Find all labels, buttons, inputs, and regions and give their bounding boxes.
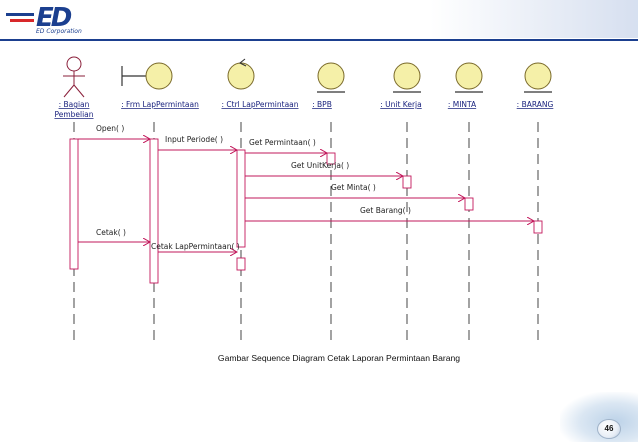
logo-stripe-red <box>10 19 34 22</box>
message-label-input-periode: Input Periode( ) <box>165 135 223 144</box>
participant-labels: : Bagian Pembelian : Frm LapPermintaan :… <box>54 100 553 119</box>
activation-ctrl-2 <box>236 257 246 271</box>
message-label-get-unitkerja: Get UnitKerja( ) <box>291 161 349 170</box>
activation-frm <box>149 138 159 284</box>
figure-caption: Gambar Sequence Diagram Cetak Laporan Pe… <box>217 353 461 363</box>
entity-icon-unit <box>393 62 421 93</box>
participant-label-bagian-2: Pembelian <box>54 110 93 119</box>
message-label-get-permintaan: Get Permintaan( ) <box>249 138 316 147</box>
participant-label-unit: : Unit Kerja <box>380 100 421 109</box>
logo-stripe-blue <box>6 13 34 16</box>
header-bar: ED ED Corporation <box>0 0 638 40</box>
activation-bagian <box>69 138 79 270</box>
message-label-cetak-lap: Cetak LapPermintaan( ) <box>151 242 240 251</box>
message-label-open: Open( ) <box>96 124 124 133</box>
activation-unit <box>402 175 412 189</box>
actor-icon <box>63 56 85 98</box>
header-glow <box>430 0 638 38</box>
participant-label-bpb: : BPB <box>312 100 332 109</box>
page-number: 46 <box>597 419 621 439</box>
logo-mark: ED <box>36 3 72 33</box>
entity-icon-minta <box>455 62 483 93</box>
message-label-cetak: Cetak( ) <box>96 228 126 237</box>
participant-label-frm: : Frm LapPermintaan <box>121 100 199 109</box>
participant-label-minta: : MINTA <box>448 100 477 109</box>
activation-ctrl-1 <box>236 149 246 248</box>
message-label-get-barang: Get Barang( ) <box>360 206 411 215</box>
activation-bars <box>69 138 543 284</box>
activation-barang <box>533 220 543 234</box>
entity-icon-bpb <box>317 62 345 93</box>
boundary-icon <box>121 62 173 90</box>
entity-icon-barang <box>524 62 552 93</box>
participant-label-ctrl: : Ctrl LapPermintaan <box>221 100 298 109</box>
control-icon <box>227 58 255 90</box>
message-label-get-minta: Get Minta( ) <box>331 183 376 192</box>
company-logo: ED ED Corporation <box>6 4 116 36</box>
activation-minta <box>464 197 474 211</box>
lifelines <box>73 122 539 340</box>
header-divider <box>0 39 638 41</box>
logo-subtitle: ED Corporation <box>36 28 82 35</box>
participant-label-bagian: : Bagian <box>59 100 90 109</box>
activation-bpb <box>326 152 336 165</box>
messages: Open( ) Input Periode( ) Get Permintaan(… <box>78 124 534 252</box>
participant-label-barang: : BARANG <box>517 100 554 109</box>
